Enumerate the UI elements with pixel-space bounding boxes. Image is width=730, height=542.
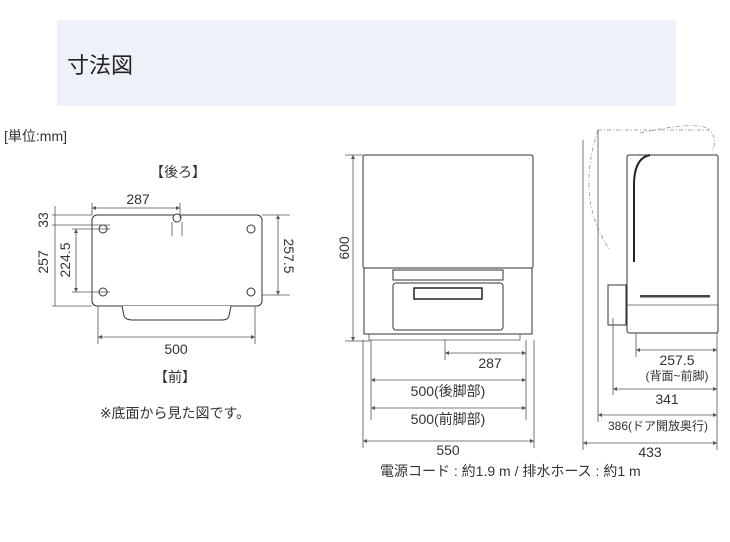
dim-433: 433 — [638, 444, 662, 460]
header-banner: 寸法図 — [57, 20, 676, 106]
unit-label: [単位:mm] — [4, 128, 67, 144]
page-title: 寸法図 — [67, 54, 134, 79]
dim-257-5-note: (背面~前脚) — [645, 368, 708, 383]
dim-257-5-bottom: 257.5 — [281, 238, 297, 273]
side-body — [626, 154, 719, 334]
dim-386: 386(ドア開放奥行) — [608, 418, 708, 433]
dim-500-front-feet: 500(前脚部) — [411, 411, 486, 427]
front-view: 600 287 500(後脚部) 500(前脚部) 550 — [336, 154, 535, 458]
dim-341: 341 — [655, 391, 679, 407]
drain-bracket — [607, 284, 627, 326]
dim-550: 550 — [436, 442, 460, 458]
front-tray — [392, 269, 504, 281]
dim-287-bottom: 287 — [126, 191, 150, 207]
base-handle — [121, 305, 232, 321]
side-view: 257.5 (背面~前脚) 341 386(ドア開放奥行) 433 — [582, 125, 719, 460]
dim-224-5: 224.5 — [57, 242, 73, 277]
bottom-view: 【後ろ】 287 33 257 224.5 257.5 500 【前】 ※底面か… — [35, 164, 297, 421]
drawer-handle — [413, 287, 483, 300]
base-outline — [91, 214, 263, 307]
dim-500-bottom: 500 — [164, 341, 188, 357]
side-stripe — [640, 295, 710, 298]
dim-500-rear-feet: 500(後脚部) — [411, 383, 486, 399]
dim-257-5-side: 257.5 — [659, 352, 694, 368]
front-body-top — [362, 154, 534, 269]
back-label: 【後ろ】 — [150, 164, 206, 180]
dim-600: 600 — [336, 236, 352, 260]
cord-hose-note: 電源コード : 約1.9 m / 排水ホース : 約1 m — [380, 463, 641, 479]
bottom-view-note: ※底面から見た図です。 — [100, 405, 250, 421]
front-label: 【前】 — [154, 369, 196, 385]
dim-257: 257 — [35, 250, 51, 274]
dim-287-front: 287 — [478, 355, 502, 371]
dim-33: 33 — [35, 212, 51, 228]
